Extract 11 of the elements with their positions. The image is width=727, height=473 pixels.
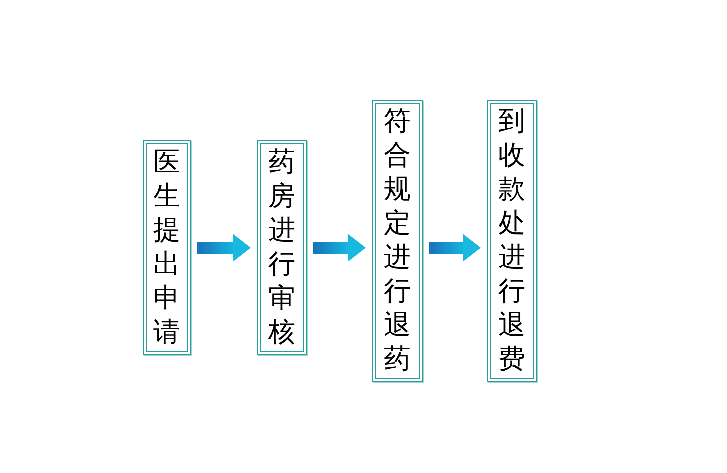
box-label: 医生提出申请 [152, 146, 182, 350]
arrow [429, 234, 481, 262]
arrow [313, 234, 366, 262]
box-label: 药房进行审核 [268, 146, 296, 350]
process-box [372, 100, 423, 382]
box-label: 符合规定进行退药 [383, 105, 412, 377]
box-label: 到收款处进行退费 [498, 105, 526, 377]
process-box [143, 140, 191, 355]
process-box [257, 140, 307, 355]
arrow [197, 234, 251, 262]
process-box [487, 100, 537, 382]
